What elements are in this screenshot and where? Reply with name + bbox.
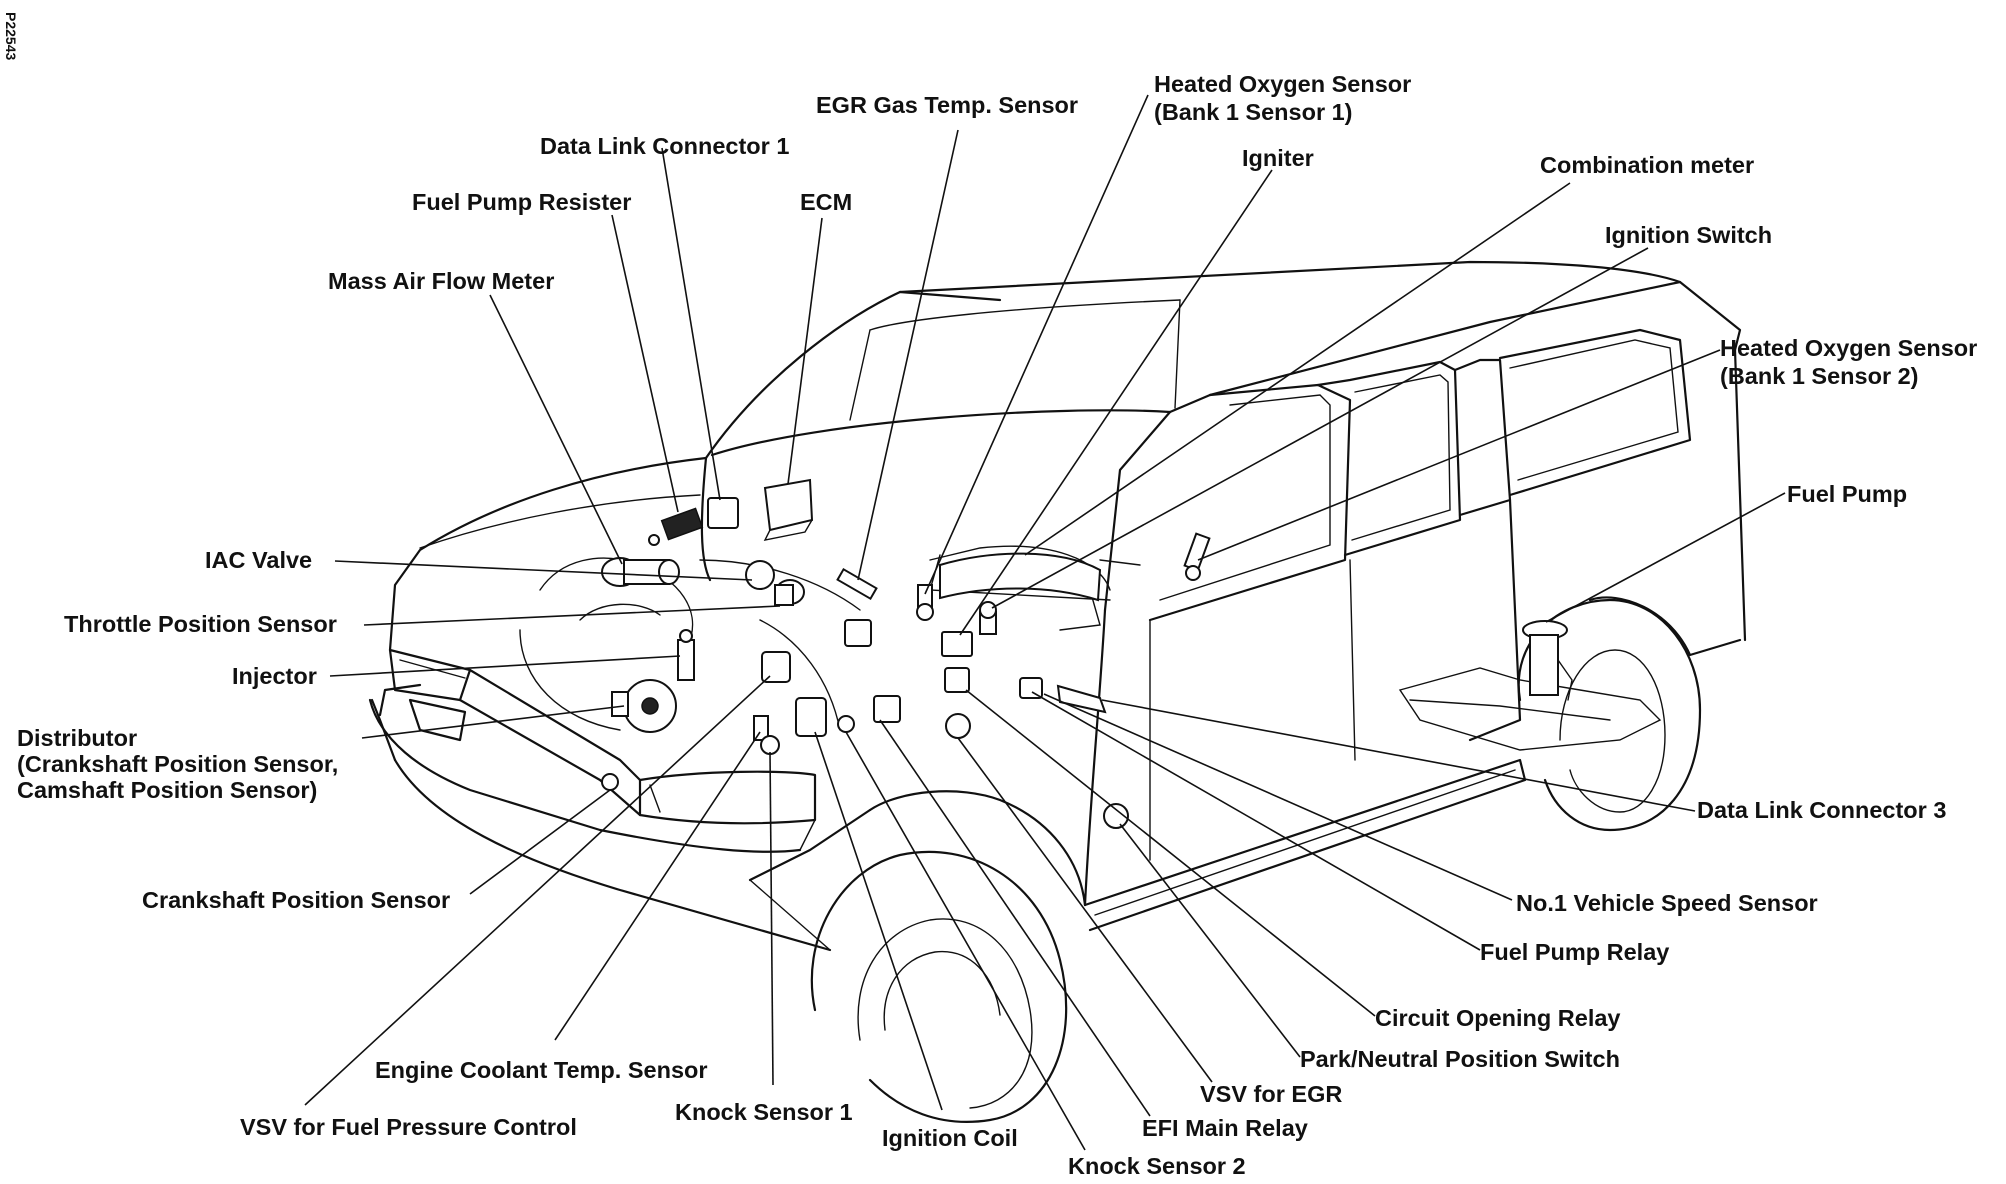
label-heated-oxygen-sensor-1-line2: (Bank 1 Sensor 1) — [1154, 99, 1353, 125]
leader-engine-coolant-temp-sensor — [554, 731, 761, 1041]
label-knock-sensor-2: Knock Sensor 2 — [1068, 1153, 1246, 1179]
leader-lines — [304, 94, 1786, 1151]
leader-knock-sensor-2 — [845, 731, 1086, 1151]
label-combination-meter: Combination meter — [1540, 152, 1754, 178]
label-engine-coolant-temp-sensor: Engine Coolant Temp. Sensor — [375, 1057, 708, 1083]
label-vsv-for-fuel-pressure-control: VSV for Fuel Pressure Control — [240, 1114, 577, 1140]
label-park-neutral-position-switch: Park/Neutral Position Switch — [1300, 1046, 1620, 1072]
leader-vehicle-speed-sensor — [1043, 693, 1513, 901]
leader-egr-gas-temp-sensor — [857, 129, 959, 581]
data-link-connector-3-part — [1056, 684, 1107, 714]
label-iac-valve: IAC Valve — [205, 547, 312, 573]
leader-heated-oxygen-sensor-1 — [924, 94, 1149, 595]
leader-injector — [329, 655, 681, 677]
label-fuel-pump-resister: Fuel Pump Resister — [412, 189, 631, 215]
leader-fuel-pump-resister — [611, 214, 679, 513]
label-distributor-line2: (Crankshaft Position Sensor, — [17, 751, 338, 777]
leader-ignition-coil — [814, 731, 943, 1111]
ignition-switch-part — [979, 601, 997, 635]
heated-oxygen-sensor-1-part — [916, 584, 934, 621]
throttle-position-sensor-part — [774, 579, 805, 606]
labels: EGR Gas Temp. Sensor Heated Oxygen Senso… — [17, 71, 1977, 1179]
figure-code: P22543 — [3, 12, 19, 60]
leader-fuel-pump-relay — [1031, 691, 1481, 951]
label-fuel-pump: Fuel Pump — [1787, 481, 1907, 507]
igniter-part — [941, 631, 973, 657]
label-heated-oxygen-sensor-1-line1: Heated Oxygen Sensor — [1154, 71, 1411, 97]
fuel-pump-resister-part — [648, 507, 704, 546]
components — [601, 478, 1573, 829]
label-fuel-pump-relay: Fuel Pump Relay — [1480, 939, 1669, 965]
leader-vsv-for-egr — [957, 737, 1213, 1083]
heated-oxygen-sensor-2-part — [1183, 532, 1211, 581]
leader-throttle-position-sensor — [363, 605, 781, 626]
label-throttle-position-sensor: Throttle Position Sensor — [64, 611, 337, 637]
leader-iac-valve — [334, 560, 753, 581]
park-neutral-position-switch-part — [945, 713, 971, 739]
label-heated-oxygen-sensor-2-line2: (Bank 1 Sensor 2) — [1720, 363, 1919, 389]
knock-sensor-1-part — [760, 735, 780, 755]
leader-ecm — [787, 217, 823, 485]
vsv-fuel-pressure-control-part — [761, 651, 791, 683]
iac-valve-part — [745, 560, 775, 590]
vehicle-outline — [368, 260, 1747, 1123]
leader-igniter — [959, 169, 1273, 636]
label-efi-main-relay: EFI Main Relay — [1142, 1115, 1308, 1141]
efi-main-relay-part — [873, 695, 901, 723]
data-link-connector-1-part — [707, 497, 739, 529]
ignition-coil-part — [795, 697, 827, 737]
label-ignition-coil: Ignition Coil — [882, 1125, 1018, 1151]
leader-fuel-pump — [1545, 492, 1786, 623]
leader-distributor — [361, 705, 625, 739]
label-igniter: Igniter — [1242, 145, 1314, 171]
label-data-link-connector-3: Data Link Connector 3 — [1697, 797, 1946, 823]
label-knock-sensor-1: Knock Sensor 1 — [675, 1099, 853, 1125]
label-ecm: ECM — [800, 189, 852, 215]
label-distributor-line1: Distributor — [17, 725, 137, 751]
label-ignition-switch: Ignition Switch — [1605, 222, 1772, 248]
crankshaft-position-sensor-part — [601, 773, 619, 791]
leader-combination-meter — [1024, 182, 1571, 556]
label-vsv-for-egr: VSV for EGR — [1200, 1081, 1342, 1107]
leader-mass-air-flow-meter — [489, 294, 623, 565]
circuit-opening-relay-part — [944, 667, 970, 693]
vehicle-speed-sensor-part — [1103, 803, 1129, 829]
leader-knock-sensor-1 — [769, 751, 774, 1086]
label-egr-gas-temp-sensor: EGR Gas Temp. Sensor — [816, 92, 1078, 118]
combination-meter-part — [939, 552, 1102, 602]
leader-data-link-connector-3 — [1101, 699, 1696, 812]
injector-part — [677, 629, 695, 681]
leader-circuit-opening-relay — [965, 689, 1376, 1017]
label-heated-oxygen-sensor-2-line1: Heated Oxygen Sensor — [1720, 335, 1977, 361]
mass-air-flow-meter-part — [601, 557, 680, 587]
knock-sensor-2-part — [837, 715, 855, 733]
egr-gas-temp-sensor-part — [836, 567, 878, 601]
leader-ignition-switch — [991, 247, 1649, 609]
label-crankshaft-position-sensor: Crankshaft Position Sensor — [142, 887, 450, 913]
vsv-for-egr-part — [844, 619, 872, 647]
leader-vsv-for-fuel-pressure-control — [304, 675, 771, 1106]
label-injector: Injector — [232, 663, 317, 689]
fuel-pump-relay-part — [1019, 677, 1043, 699]
engine-coolant-temp-sensor-part — [753, 715, 769, 741]
ecm-part — [763, 478, 814, 541]
leader-efi-main-relay — [879, 719, 1151, 1117]
distributor-part — [611, 679, 677, 733]
label-mass-air-flow-meter: Mass Air Flow Meter — [328, 268, 554, 294]
fuel-pump-part — [1522, 620, 1573, 701]
leader-heated-oxygen-sensor-2 — [1197, 349, 1721, 561]
label-vehicle-speed-sensor: No.1 Vehicle Speed Sensor — [1516, 890, 1818, 916]
leader-data-link-connector-1 — [661, 147, 721, 501]
leader-park-neutral-position-switch — [1119, 823, 1301, 1058]
label-distributor-line3: Camshaft Position Sensor) — [17, 777, 317, 803]
leader-crankshaft-position-sensor — [469, 789, 611, 895]
label-circuit-opening-relay: Circuit Opening Relay — [1375, 1005, 1621, 1031]
label-data-link-connector-1: Data Link Connector 1 — [540, 133, 789, 159]
